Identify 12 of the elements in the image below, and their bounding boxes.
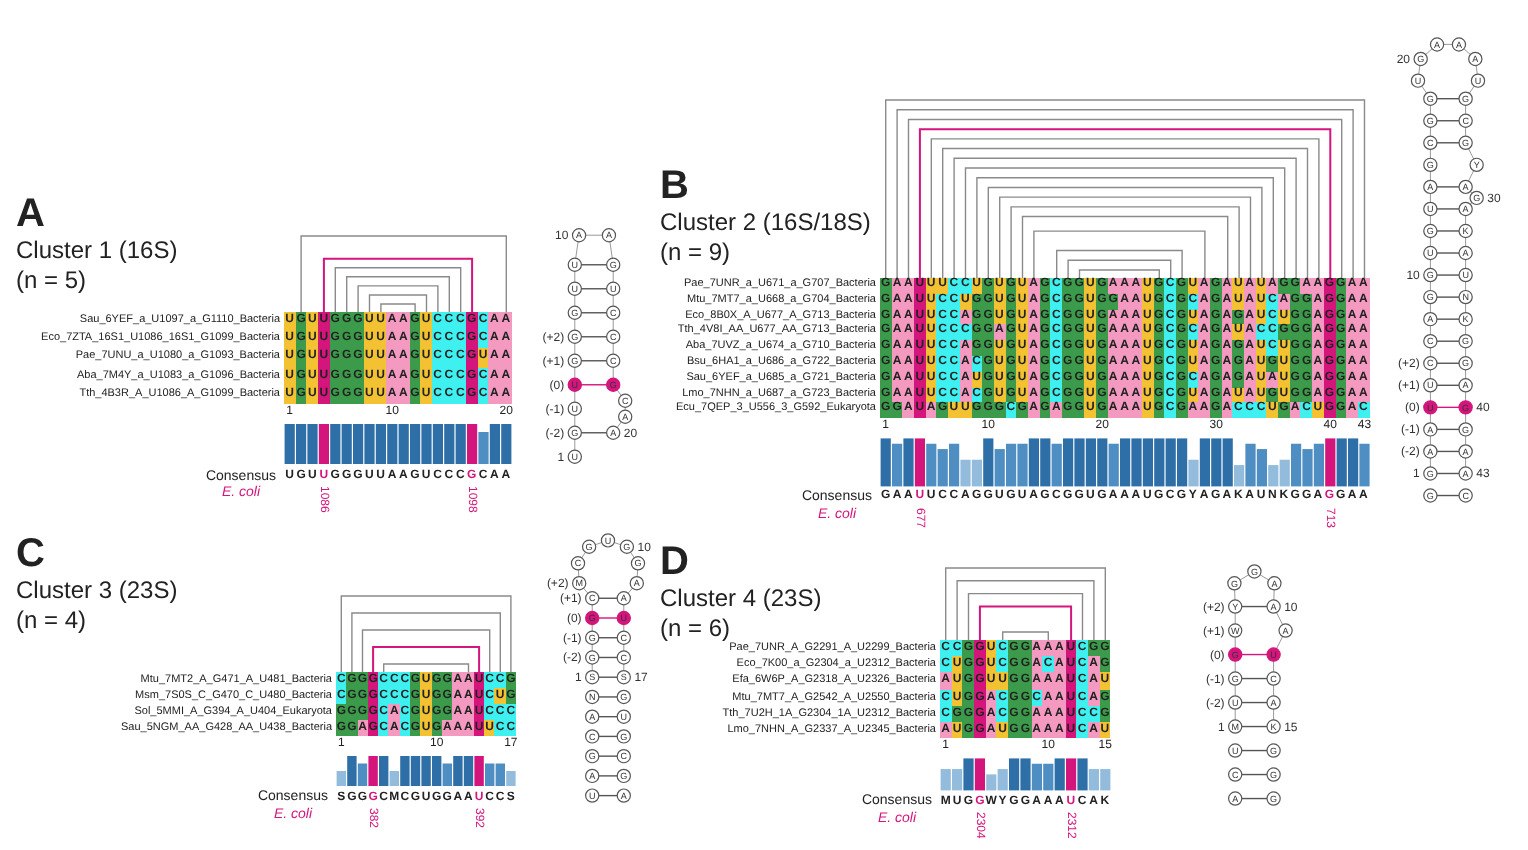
- panel-letter: A: [16, 192, 45, 238]
- panel-letter: C: [16, 532, 45, 578]
- panel-title: Cluster 2 (16S/18S): [660, 208, 871, 236]
- sample-count: (n = 9): [660, 238, 731, 266]
- sample-count: (n = 6): [660, 614, 731, 642]
- sample-count: (n = 5): [16, 266, 87, 294]
- panel-title: Cluster 3 (23S): [16, 576, 178, 604]
- panel-letter: D: [660, 540, 689, 586]
- panel-title: Cluster 4 (23S): [660, 584, 822, 612]
- panel-title: Cluster 1 (16S): [16, 236, 178, 264]
- panel-letter: B: [660, 164, 689, 210]
- sample-count: (n = 4): [16, 606, 87, 634]
